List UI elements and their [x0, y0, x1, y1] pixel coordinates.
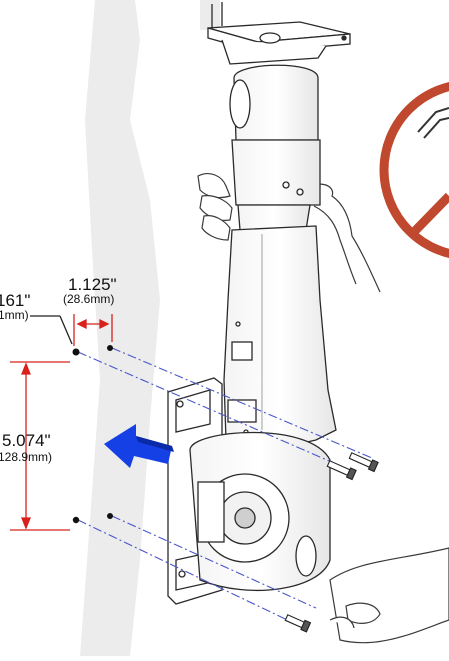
screw-icon	[284, 452, 379, 633]
direction-arrow-icon	[104, 424, 174, 468]
hex-key-icon	[417, 107, 449, 139]
main-arm	[223, 225, 337, 451]
dimension-lines	[10, 314, 113, 531]
upper-arm	[229, 64, 321, 231]
spacing-dimension-inches: 1.125"	[68, 275, 117, 294]
lower-housing	[189, 431, 331, 591]
offset-dimension-mm: 1mm)	[0, 308, 29, 322]
offset-dimension-inches: 161"	[0, 291, 31, 310]
hand-right-lower	[329, 547, 449, 644]
top-bracket	[207, 2, 351, 65]
centerlines	[77, 347, 373, 627]
background-shadow	[80, 0, 220, 656]
hand-left-upper	[197, 173, 233, 241]
wall-holes	[72, 345, 113, 524]
spacing-dimension-mm: (28.6mm)	[63, 292, 115, 306]
height-dimension-inches: 5.074"	[2, 431, 51, 450]
height-dimension-mm: 128.9mm)	[0, 450, 53, 464]
prohibition-sign-icon	[379, 81, 449, 259]
